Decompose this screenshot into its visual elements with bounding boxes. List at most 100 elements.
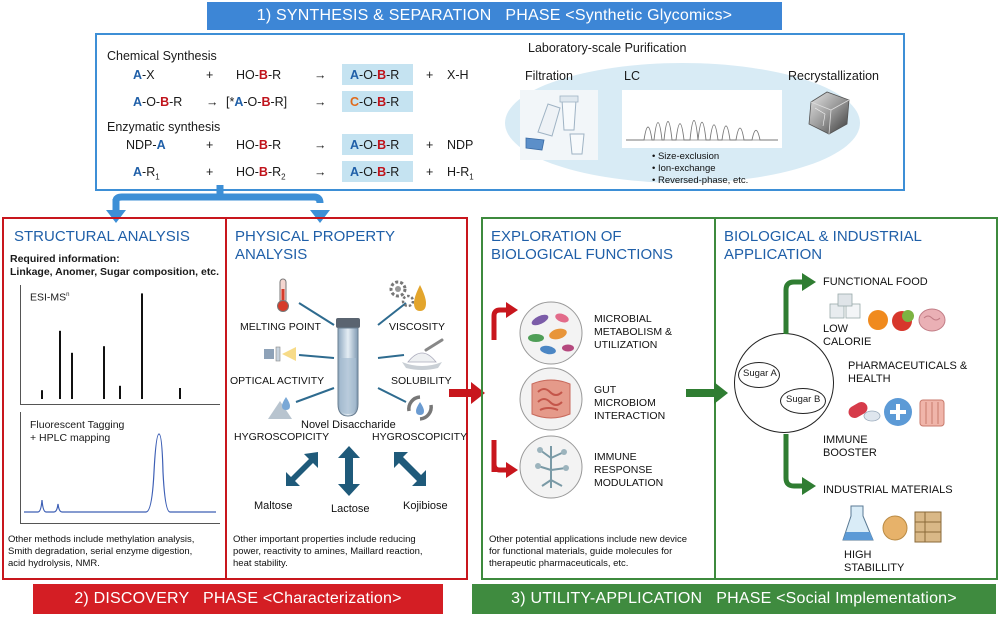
immune-cells-icon [519, 435, 583, 499]
functional-food-label: FUNCTIONAL FOOD [823, 276, 928, 288]
filtration-tubes-icon [520, 90, 598, 160]
bio-to-application-arrow [686, 382, 728, 404]
sugar-b-label: Sugar B [786, 394, 821, 405]
reaction-2-arrow-1: → [206, 95, 219, 109]
sugar-a-label: Sugar A [743, 368, 777, 379]
reaction-4-reactant-a: A-R1 [133, 165, 160, 182]
product-highlight-1 [342, 64, 413, 85]
physical-note-3: heat stability. [233, 558, 288, 569]
reaction-2-arrow-2: → [314, 95, 327, 109]
reaction-2-product: C-O-B-R [350, 95, 400, 109]
reaction-4-reactant-b: HO-B-R2 [236, 165, 286, 182]
maltose-label: Maltose [254, 500, 293, 512]
reaction-4-plus: + [206, 165, 214, 179]
high-stability-label-1: HIGH [844, 549, 872, 561]
high-stability-label-2: STABILLITY [844, 562, 905, 574]
maltose-arrow [286, 452, 318, 486]
discovery-to-utility-arrow [449, 382, 485, 404]
purification-title: Laboratory-scale Purification [528, 41, 687, 55]
structural-note-1: Other methods include methylation analys… [8, 534, 195, 545]
structural-note-3: acid hydrolysis, NMR. [8, 558, 100, 569]
phase1-label: 1) SYNTHESIS & SEPARATION PHASE <Synthet… [256, 7, 733, 24]
hplc-mapping-label: + HPLC mapping [30, 432, 111, 444]
product-highlight-3 [342, 134, 413, 155]
physical-title-2: ANALYSIS [235, 246, 308, 263]
fluorescent-tagging-label: Fluorescent Tagging [30, 419, 125, 431]
recrystallization-label: Recrystallization [788, 69, 880, 83]
phase3-banner: 3) UTILITY-APPLICATION PHASE <Social Imp… [472, 584, 996, 614]
hygroscopicity-left-icon [268, 397, 292, 419]
sugar-b-node [780, 388, 826, 414]
product-highlight-4 [342, 161, 413, 182]
gut-label-2: MICROBIOM [594, 397, 656, 409]
test-tube-icon [336, 318, 360, 417]
bio-title-1: EXPLORATION OF [491, 228, 622, 245]
pharma-label-2: HEALTH [848, 373, 891, 385]
physical-note-2: power, reactivity to amines, Maillard re… [233, 546, 423, 557]
property-spokes [295, 302, 407, 403]
hygroscopicity-right-label: HYGROSCOPICITY [372, 431, 468, 443]
structural-note-2: Smith degradation, serial enzyme digesti… [8, 546, 193, 557]
microbial-label-2: METABOLISM & [594, 326, 672, 338]
chem-synthesis-title: Chemical Synthesis [107, 49, 217, 63]
lactose-arrow [338, 446, 360, 496]
reaction-2-intermediate: [*A-O-B-R] [226, 95, 288, 109]
sugar-cubes-icon [829, 293, 861, 319]
lc-chromatogram [622, 90, 782, 148]
viscosity-icon [389, 280, 426, 311]
low-calorie-label-2: CALORIE [823, 336, 872, 348]
novel-disaccharide-label: Novel Disaccharide [301, 419, 396, 431]
reaction-3-plus-2: + [426, 138, 434, 152]
kojibiose-arrow [394, 452, 426, 486]
immune-booster-label-2: BOOSTER [823, 447, 877, 459]
reaction-3-reactant-b: HO-B-R [236, 138, 282, 152]
physical-note-1: Other important properties include reduc… [233, 534, 416, 545]
melting-point-label: MELTING POINT [240, 321, 321, 333]
phase1-banner: 1) SYNTHESIS & SEPARATION PHASE <Synthet… [207, 2, 782, 30]
structural-title: STRUCTURAL ANALYSIS [14, 228, 190, 245]
hplc-box [20, 412, 220, 524]
materials-icon [842, 505, 942, 543]
optical-activity-label: OPTICAL ACTIVITY [230, 375, 325, 387]
reaction-3-arrow: → [314, 138, 327, 152]
immune-label-2: RESPONSE [594, 464, 653, 476]
bio-note-1: Other potential applications include new… [489, 534, 688, 545]
reaction-3-product: A-O-B-R [350, 138, 400, 152]
lactose-label: Lactose [331, 503, 370, 515]
utility-panel [481, 217, 998, 580]
discovery-panel [2, 217, 468, 580]
viscosity-label: VISCOSITY [389, 321, 446, 333]
pharma-label-1: PHARMACEUTICALS & [848, 360, 968, 372]
bio-title-2: BIOLOGICAL FUNCTIONS [491, 246, 673, 263]
lc-method-1: • Size-exclusion [652, 151, 720, 162]
reaction-1-plus: + [206, 68, 214, 82]
immune-label-1: IMMUNE [594, 451, 637, 463]
bio-red-bracket-arrows [491, 302, 518, 478]
gut-label-1: GUT [594, 384, 617, 396]
esi-ms-spectrum [41, 293, 181, 399]
reaction-4-product: A-O-B-R [350, 165, 400, 179]
esi-ms-box [20, 285, 220, 405]
app-title-1: BIOLOGICAL & INDUSTRIAL [724, 228, 922, 245]
gut-label-3: INTERACTION [594, 410, 666, 422]
discovery-divider [225, 218, 227, 579]
reaction-3-byproduct: NDP [447, 138, 474, 152]
split-arrow-connector [106, 185, 330, 223]
immune-booster-label-1: IMMUNE [823, 434, 868, 446]
reaction-1-arrow: → [314, 68, 327, 82]
reaction-4-plus-2: + [426, 165, 434, 179]
microbes-icon [519, 301, 583, 365]
phase2-banner: 2) DISCOVERY PHASE <Characterization> [33, 584, 443, 614]
solubility-icon [402, 338, 444, 370]
immune-label-3: MODULATION [594, 477, 664, 489]
lc-method-2: • Ion-exchange [652, 163, 716, 174]
reaction-1-byproduct: X-H [447, 68, 469, 82]
reaction-1-product: A-O-B-R [350, 68, 400, 82]
required-info-detail: Linkage, Anomer, Sugar composition, etc. [10, 266, 220, 278]
reaction-4-arrow: → [314, 165, 327, 179]
reaction-2-reactant: A-O-B-R [133, 95, 183, 109]
optical-activity-icon [264, 346, 296, 362]
thermometer-icon [277, 278, 289, 312]
industrial-materials-label: INDUSTRIAL MATERIALS [823, 484, 953, 496]
required-info-label: Required information: [10, 253, 120, 265]
